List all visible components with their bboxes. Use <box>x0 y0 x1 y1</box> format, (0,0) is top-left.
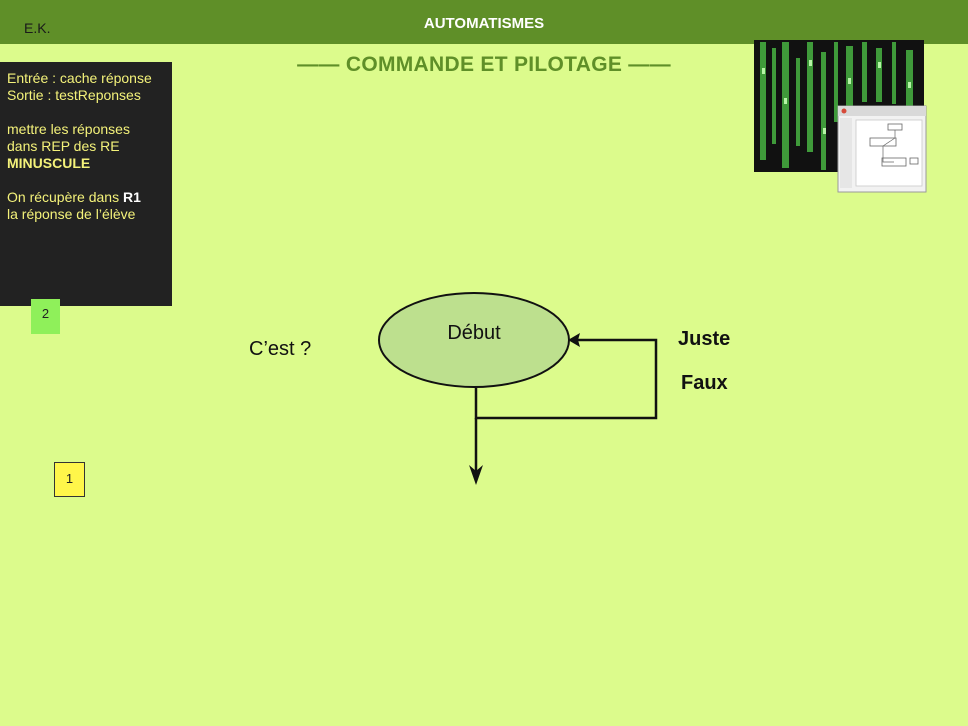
loop-connector <box>474 338 658 420</box>
matrix-program-image <box>754 40 927 193</box>
register-line: On récupère dans R1 <box>7 189 172 206</box>
app-title: AUTOMATISMES <box>423 15 545 32</box>
down-arrowhead <box>469 465 483 485</box>
matrix-code-rain <box>760 42 913 170</box>
step-badge-1[interactable]: 1 <box>54 462 85 497</box>
matrix-highlights <box>762 60 911 134</box>
input-line: Entrée : cache réponse <box>7 70 152 86</box>
register-line-text: On récupère dans <box>7 189 123 205</box>
instruction-line: mettre les réponses <box>7 121 130 137</box>
loop-arrowhead <box>568 333 580 347</box>
answer-wrong[interactable]: Faux <box>681 372 728 394</box>
section-title: —— COMMANDE ET PILOTAGE —— <box>297 53 671 76</box>
question-text: C’est ? <box>249 338 312 360</box>
header-bar: E.K. AUTOMATISMES <box>0 0 968 44</box>
instruction-emphasis: MINUSCULE <box>7 155 91 171</box>
answer-correct[interactable]: Juste <box>678 328 731 350</box>
step-badge-2[interactable]: 2 <box>31 299 60 334</box>
register-line-end: la réponse de l’élève <box>7 206 136 222</box>
start-label: Début <box>447 322 501 344</box>
register-name: R1 <box>122 189 141 205</box>
program-window <box>837 105 927 193</box>
author-initials: E.K. <box>24 20 51 36</box>
instructions-panel: Entrée : cache réponse Sortie : testRepo… <box>0 62 172 306</box>
instruction-line: dans REP des RE <box>7 138 120 154</box>
output-line: Sortie : testReponses <box>7 87 141 103</box>
